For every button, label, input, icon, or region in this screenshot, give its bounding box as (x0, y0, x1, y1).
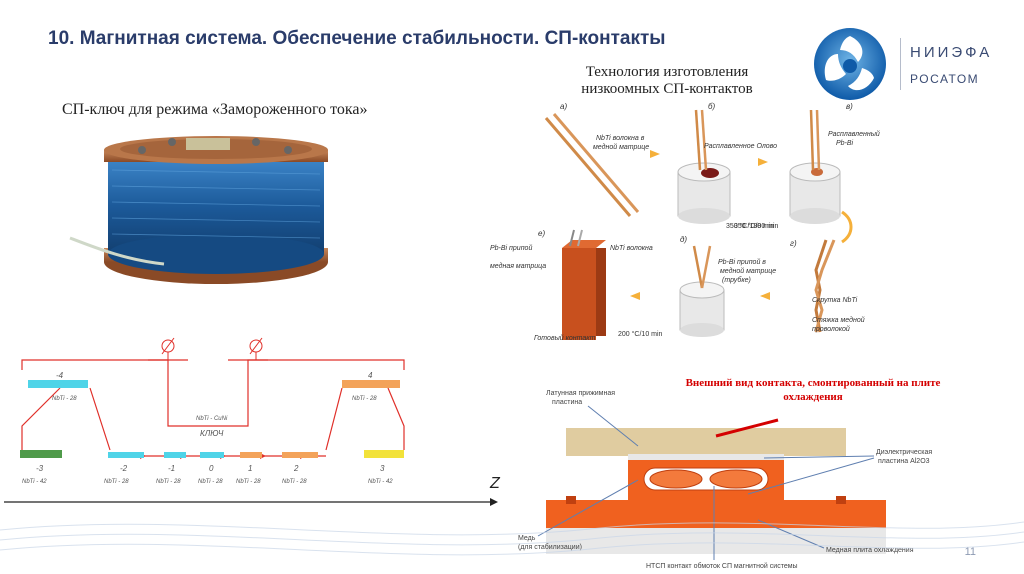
logo-divider (900, 38, 901, 90)
nbti-rod-2 (552, 113, 640, 213)
tech-caption-line2: низкоомных СП-контактов (581, 81, 753, 97)
coil-minus1-wire: NbTi - 28 (156, 479, 181, 485)
coil-3-num: 3 (380, 464, 385, 473)
rosatom-emblem-icon (814, 28, 886, 100)
nbti-cu-label-1: NbTi волокна в (596, 135, 645, 142)
coil-plus4 (342, 380, 400, 388)
coil-0-num: 0 (209, 464, 214, 473)
rosatom-logo: НИИЭФА РОСАТОМ (808, 24, 1008, 104)
molten-pbbi (811, 168, 823, 176)
coil-minus2 (108, 452, 144, 458)
indicator-line (715, 418, 779, 438)
temp-1-label: 350 °C/180 min (726, 222, 774, 230)
step-v-label: в) (846, 102, 853, 111)
step-a-label: а) (560, 102, 567, 111)
temp-2-label: 350 °C/80 min (734, 222, 779, 230)
tech-caption-line1: Технология изготовления (585, 64, 749, 80)
magnet-circuit-diagram: -4 NbTi - 28 4 NbTi - 28 -3 NbTi - 42 -2… (4, 337, 501, 506)
key-caption: СП-ключ для режима «Замороженного тока» (62, 101, 368, 118)
logo-niiefa-text: НИИЭФА (910, 44, 993, 61)
molten-tin (701, 168, 719, 178)
dielectric-label-1: Диэлектрическая (876, 449, 932, 456)
coil-2 (282, 452, 318, 458)
contact-technology-diagram: а) NbTi волокна в медной матрице б) Расп… (490, 102, 880, 342)
temp-3-label: 200 °C/10 min (618, 330, 663, 338)
coil-minus4-num: -4 (56, 371, 64, 380)
slide-title: 10. Магнитная система. Обеспечение стаби… (48, 28, 666, 49)
arrow-3 (841, 210, 853, 244)
ready-contact-label-visible: Готовый контакт (534, 334, 596, 342)
brass-plate (566, 428, 846, 456)
coil-1-wire: NbTi - 28 (236, 479, 261, 485)
wire-tie-label-2: проволокой (812, 325, 850, 333)
key-wire-label: NbTi - CuNi (196, 416, 228, 422)
coil-minus4-wire: NbTi - 28 (52, 396, 77, 402)
arrow-2 (758, 158, 768, 166)
coil-0 (200, 452, 224, 458)
z-axis-arrow-icon (490, 498, 498, 506)
pbbi-in-cu-label-2: медной матрице (720, 267, 776, 275)
coil-3 (364, 450, 404, 458)
coil-3-wire: NbTi - 42 (368, 479, 393, 485)
coil-minus2-wire: NbTi - 28 (104, 479, 129, 485)
coil-minus3 (20, 450, 62, 458)
decorative-wave (0, 521, 1024, 556)
coil-minus3-wire: NbTi - 42 (22, 479, 47, 485)
coil-1-num: 1 (248, 464, 252, 473)
coil-minus3-num: -3 (36, 464, 44, 473)
step-d-label: д) (680, 235, 687, 244)
pbbi-solder-label: Pb-Bi припой (490, 244, 532, 252)
coil-minus2-num: -2 (120, 464, 128, 473)
wire-tie-label-1: Стяжка медной (812, 316, 865, 324)
coil-minus1 (164, 452, 186, 458)
nbti-rod-1 (544, 117, 632, 217)
nbti-fibers-label: NbTi волокна (610, 245, 653, 252)
circuit-wiring (21, 359, 405, 451)
finished-contact (562, 248, 596, 340)
twist-label: Скрутка NbTi (812, 297, 858, 304)
coil-plus4-wire: NbTi - 28 (352, 396, 377, 402)
arrow-1 (650, 150, 660, 158)
coil-2-wire: NbTi - 28 (282, 479, 307, 485)
logo-rosatom-text: РОСАТОМ (910, 72, 980, 86)
twisted-wires (814, 239, 828, 333)
coil-0-wire: NbTi - 28 (198, 479, 223, 485)
page-number: 11 (964, 546, 976, 558)
nbti-cu-label-2: медной матрице (593, 143, 649, 151)
pbbi-in-cu-label-3: (трубке) (722, 276, 751, 284)
tech-caption: Технология изготовления низкоомных СП-ко… (552, 64, 782, 98)
htsc-label: НТСП контакт обмоток СП магнитной систем… (646, 562, 798, 570)
arrow-4 (760, 292, 770, 300)
brass-label-2: пластина (552, 399, 582, 406)
cooling-label: Медная плита охлаждения (826, 547, 914, 554)
arrow-5 (630, 292, 640, 300)
step-b-label: б) (708, 102, 716, 111)
coil-1 (240, 452, 262, 458)
contact-view-title-line2: охлаждения (783, 391, 843, 403)
step-e-label: е) (538, 229, 545, 238)
molten-pbbi-label-2: Pb-Bi (836, 140, 854, 147)
step-g-label: г) (790, 239, 797, 248)
z-axis-label: Z (489, 475, 501, 492)
cu-matrix-label: медная матрица (490, 262, 546, 270)
brass-label-1: Латунная прижимная (546, 390, 615, 397)
molten-tin-label: Расплавленное Олово (704, 143, 777, 150)
contact-view-title-line1: Внешний вид контакта, смонтированный на … (685, 377, 941, 389)
key-label: КЛЮЧ (200, 429, 224, 438)
coil-minus4 (28, 380, 88, 388)
copper-label-1: Медь (518, 535, 536, 542)
molten-pbbi-label-1: Расплавленный (828, 130, 880, 138)
coil-2-num: 2 (293, 464, 299, 473)
dielectric-plate (628, 454, 784, 460)
coil-plus4-num: 4 (368, 371, 373, 380)
dielectric-label-2: пластина Al2O3 (878, 458, 930, 465)
base-plate (546, 528, 886, 554)
pbbi-in-cu-label-1: Pb-Bi припой в (718, 258, 766, 266)
contact-view-title: Внешний вид контакта, смонтированный на … (648, 376, 978, 404)
sc-key-coil-image (69, 136, 328, 284)
coil-minus1-num: -1 (168, 464, 175, 473)
copper-label-2: (для стабилизации) (518, 543, 582, 551)
